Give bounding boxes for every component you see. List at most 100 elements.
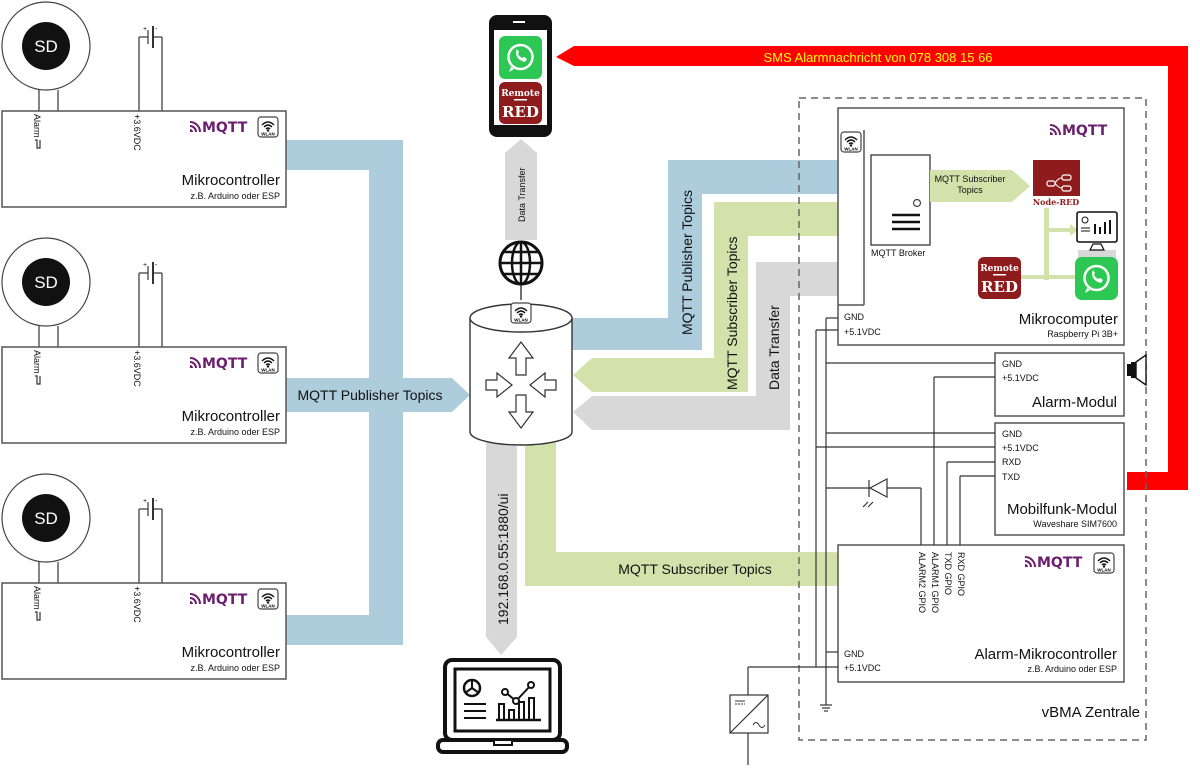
- microcontroller-title: Mikrocontroller: [182, 644, 280, 661]
- mobilfunk-modul-box: GND +5.1VDC RXD TXD Mobilfunk-Modul Wave…: [994, 422, 1125, 536]
- subscriber-flow-bottom: MQTT Subscriber Topics: [525, 440, 856, 586]
- svg-text:RED: RED: [502, 103, 539, 121]
- smoke-detector-icon: [22, 494, 70, 542]
- gpio-txd: TXD GPIO: [943, 552, 953, 595]
- mqtt-logo: MQTT: [189, 356, 248, 372]
- alarm-modul-pin-gnd: GND: [1002, 359, 1023, 369]
- pulse-icon: [35, 375, 41, 385]
- subscriber-flow-bottom-label: MQTT Subscriber Topics: [618, 561, 772, 577]
- mobilfunk-subtitle: Waveshare SIM7600: [1033, 519, 1117, 529]
- svg-text:Topics: Topics: [957, 185, 983, 195]
- alarm-modul-box: GND +5.1VDC Alarm-Modul: [994, 352, 1125, 417]
- mqtt-broker-label: MQTT Broker: [871, 248, 925, 258]
- svg-text:MQTT: MQTT: [1037, 555, 1083, 571]
- mikrocomputer-pin-5v: +5.1VDC: [844, 327, 881, 337]
- router-wlan-icon: [510, 302, 532, 324]
- subscriber-flow-right: MQTT Subscriber Topics: [573, 202, 872, 392]
- power-supply-icon: [729, 667, 769, 765]
- sensor-node: SD + - Alarm +3.6VDC MQTT Mikrocontrolle…: [1, 473, 287, 680]
- nodered-links: [1020, 208, 1078, 280]
- alarm-mc-title: Alarm-Mikrocontroller: [974, 646, 1117, 663]
- mikrocomputer-mqtt-logo: MQTT: [1049, 123, 1108, 139]
- svg-text:MQTT Subscriber: MQTT Subscriber: [935, 174, 1006, 184]
- wlan-icon: [257, 588, 279, 610]
- microcontroller-subtitle: z.B. Arduino oder ESP: [190, 191, 280, 201]
- microcontroller-subtitle: z.B. Arduino oder ESP: [190, 663, 280, 673]
- alarm-modul-pin-5v: +5.1VDC: [1002, 373, 1039, 383]
- alarm-mc-pin-5v: +5.1VDC: [844, 663, 881, 673]
- dashboard-monitor-icon: [1076, 211, 1118, 260]
- node-red-label: Node-RED: [1033, 197, 1079, 207]
- svg-text:-: -: [155, 498, 158, 505]
- svg-text:MQTT: MQTT: [202, 120, 248, 136]
- wlan-icon: [257, 116, 279, 138]
- pulse-icon: [35, 139, 41, 149]
- smoke-detector-label: SD: [34, 37, 58, 56]
- mobilfunk-pin-gnd: GND: [1002, 429, 1023, 439]
- power-pin-label: +3.6VDC: [132, 350, 142, 387]
- svg-text:+: +: [143, 26, 147, 33]
- microcontroller-box: [1, 110, 287, 208]
- mikrocomputer-wlan-icon: [840, 131, 862, 153]
- power-pin-label: +3.6VDC: [132, 586, 142, 623]
- microcontroller-box: [1, 346, 287, 444]
- sms-label: SMS Alarmnachricht von 078 308 15 66: [763, 50, 992, 65]
- microcontroller-subtitle: z.B. Arduino oder ESP: [190, 427, 280, 437]
- svg-text:Remote: Remote: [501, 89, 540, 99]
- node-red-icon: Node-RED: [1033, 160, 1080, 207]
- remote-red-icon: Remote RED: [499, 82, 542, 124]
- mobilfunk-pin-rxd: RXD: [1002, 457, 1022, 467]
- mikrocomputer-title: Mikrocomputer: [1019, 311, 1118, 328]
- smoke-detector-label: SD: [34, 509, 58, 528]
- svg-text:MQTT: MQTT: [1062, 123, 1108, 139]
- smoke-detector-icon: [22, 258, 70, 306]
- broker-to-nodered-flow: MQTT Subscriber Topics: [930, 170, 1030, 202]
- mikrocomputer-pin-gnd: GND: [844, 312, 865, 322]
- publisher-flow-left: MQTT Publisher Topics: [286, 140, 470, 645]
- globe-icon: [498, 240, 544, 300]
- publisher-flow-left-label: MQTT Publisher Topics: [298, 387, 443, 403]
- dashboard-flow: 192.168.0.55:1880/ui: [486, 440, 517, 655]
- mqtt-broker-icon: MQTT Broker: [870, 154, 931, 258]
- mobilfunk-title: Mobilfunk-Modul: [1007, 501, 1117, 518]
- alarm-mikrocontroller-wlan-icon: [1093, 552, 1115, 574]
- subscriber-flow-right-label: MQTT Subscriber Topics: [724, 236, 740, 390]
- mikrocomputer-subtitle: Raspberry Pi 3B+: [1047, 329, 1118, 339]
- gpio-alarm1: ALARM1 GPIO: [930, 552, 940, 613]
- gpio-rxd: RXD GPIO: [956, 552, 966, 596]
- vbma-zentrale-title: vBMA Zentrale: [1042, 704, 1140, 721]
- alarm-pin-label: Alarm: [32, 350, 42, 374]
- whatsapp-icon: [499, 36, 542, 79]
- microcontroller-box: [1, 582, 287, 680]
- microcontroller-title: Mikrocontroller: [182, 172, 280, 189]
- router-icon: [469, 302, 573, 446]
- mobilfunk-pin-txd: TXD: [1002, 472, 1021, 482]
- svg-text:Remote: Remote: [980, 264, 1019, 274]
- svg-text:RED: RED: [981, 278, 1018, 296]
- dashboard-url-label: 192.168.0.55:1880/ui: [495, 493, 511, 625]
- smoke-detector-icon: [22, 22, 70, 70]
- power-wiring: [748, 317, 995, 712]
- svg-text:MQTT: MQTT: [202, 356, 248, 372]
- power-pin-label: +3.6VDC: [132, 114, 142, 151]
- alarm-pin-label: Alarm: [32, 114, 42, 138]
- data-transfer-phone-label: Data Transfer: [517, 167, 527, 222]
- led-icon: [862, 478, 888, 508]
- svg-text:-: -: [155, 262, 158, 269]
- laptop-dashboard-icon: [436, 658, 569, 754]
- svg-text:+: +: [143, 262, 147, 269]
- alarm-mikrocontroller-mqtt-logo: MQTT: [1024, 555, 1083, 571]
- smartphone-icon: Remote RED: [489, 15, 552, 137]
- svg-text:MQTT: MQTT: [202, 592, 248, 608]
- alarm-mc-subtitle: z.B. Arduino oder ESP: [1027, 664, 1117, 674]
- alarm-mikrocontroller-box: MQTT RXD GPIO TXD GPIO ALARM1 GPIO ALARM…: [837, 544, 1125, 683]
- sms-flow: SMS Alarmnachricht von 078 308 15 66: [556, 46, 1188, 490]
- mqtt-logo: MQTT: [189, 120, 248, 136]
- wlan-icon: [257, 352, 279, 374]
- mikrocomputer-remote-red-icon: Remote RED: [978, 257, 1021, 299]
- svg-text:-: -: [155, 26, 158, 33]
- gpio-alarm2: ALARM2 GPIO: [917, 552, 927, 613]
- svg-text:+: +: [143, 498, 147, 505]
- smoke-detector-label: SD: [34, 273, 58, 292]
